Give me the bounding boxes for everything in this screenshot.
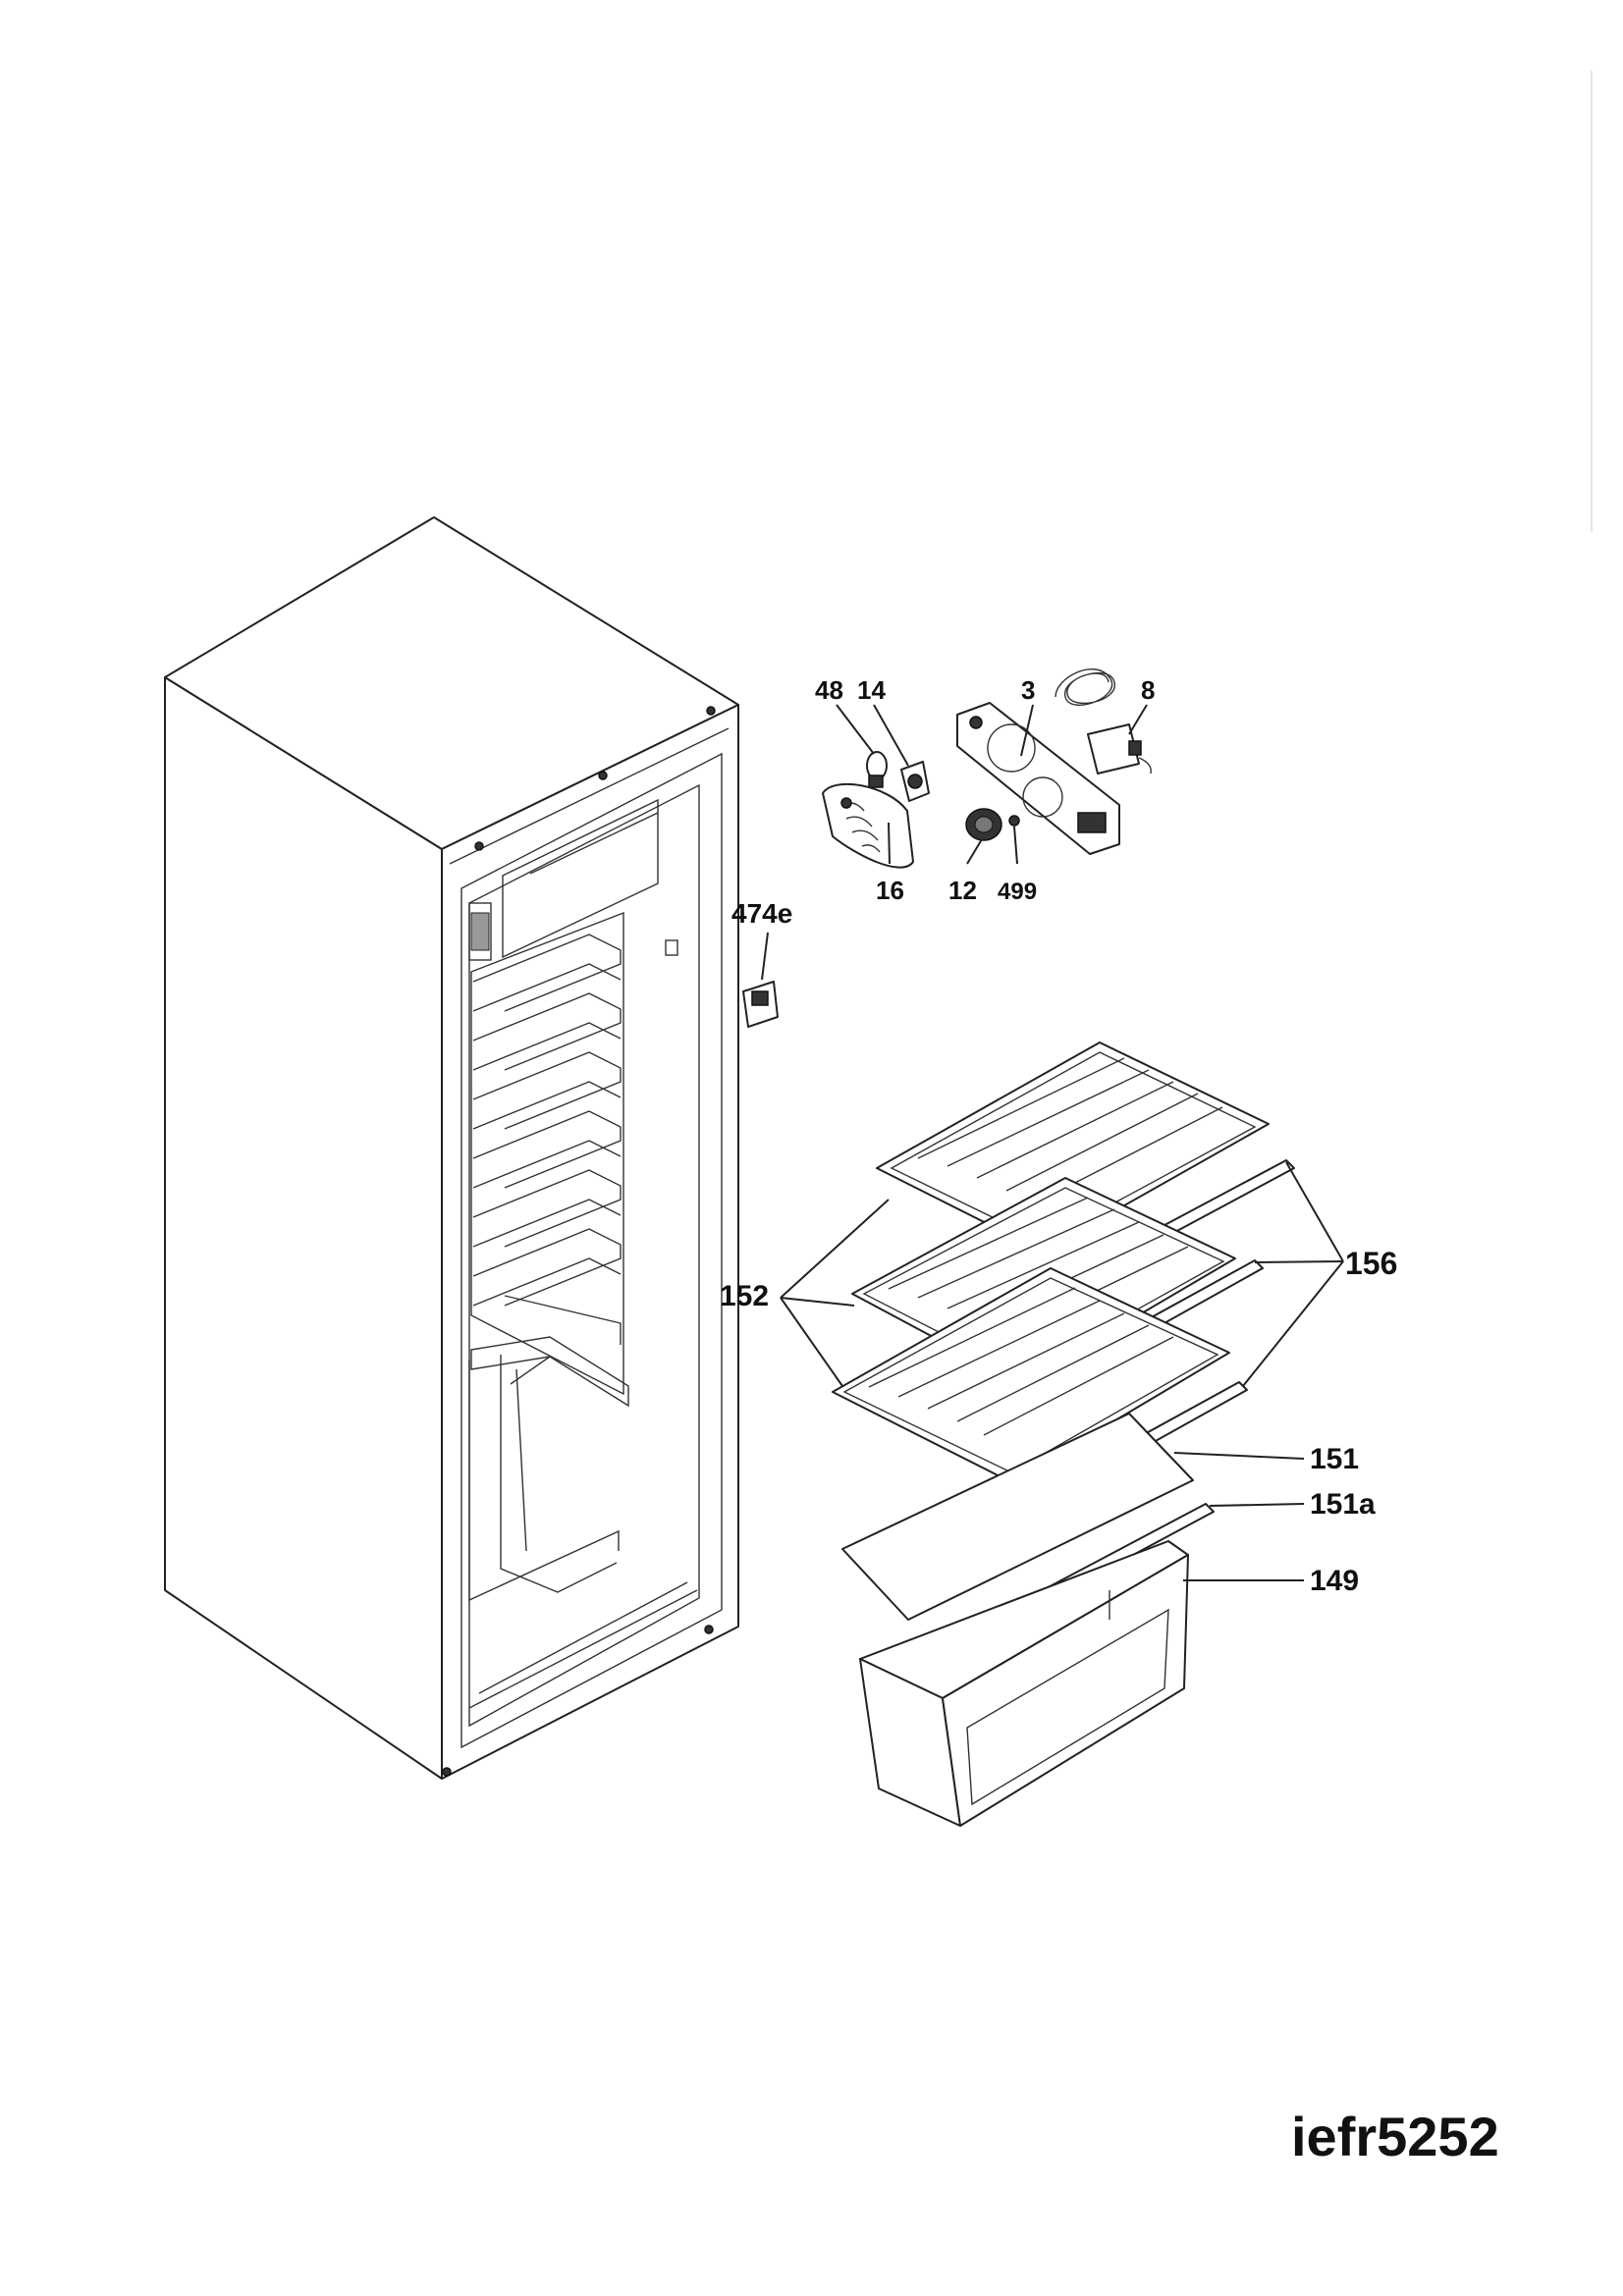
lamp-bulb-part — [866, 751, 888, 788]
callout-8: 8 — [1141, 675, 1155, 705]
thermostat-housing-part — [956, 702, 1120, 855]
callout-149: 149 — [1310, 1565, 1359, 1597]
callout-151a: 151a — [1310, 1488, 1376, 1521]
refrigerator-cabinet — [164, 516, 739, 1780]
callout-3: 3 — [1021, 675, 1035, 705]
page-edge-line — [1591, 71, 1593, 532]
small-part-499 — [1008, 815, 1020, 827]
thermostat-knob-part — [965, 808, 1002, 841]
leader-lines — [780, 704, 1344, 1581]
crisper-drawer-part — [859, 1540, 1189, 1827]
callout-151: 151 — [1310, 1443, 1359, 1475]
crisper-glass-part — [841, 1413, 1194, 1621]
callout-16: 16 — [876, 876, 904, 905]
model-code: iefr5252 — [1291, 2106, 1499, 2167]
lamp-holder-part — [900, 761, 930, 802]
callout-156: 156 — [1345, 1246, 1397, 1281]
shelf-runners — [472, 934, 622, 1345]
callout-499: 499 — [998, 879, 1037, 905]
switch-part — [742, 932, 779, 1028]
callout-12: 12 — [948, 876, 977, 905]
callout-474e: 474e — [731, 898, 792, 929]
callout-48: 48 — [815, 675, 843, 705]
callout-152: 152 — [720, 1280, 769, 1312]
callout-14: 14 — [857, 675, 886, 705]
thermostat-coil-part — [1055, 668, 1152, 774]
light-cover-part — [822, 782, 914, 869]
